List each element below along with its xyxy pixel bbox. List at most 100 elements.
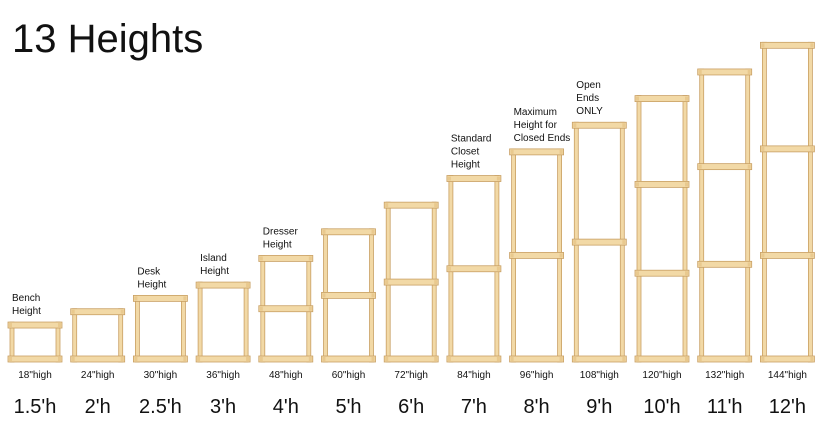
right-post xyxy=(682,95,688,363)
bottom-rail xyxy=(321,355,376,363)
bottom-rail xyxy=(70,355,126,363)
inches-label: 84"high xyxy=(457,370,491,381)
bottom-rail-end-left xyxy=(71,357,75,361)
left-post xyxy=(636,95,642,363)
bottom-rail xyxy=(634,355,690,363)
shelf-rail-end-right xyxy=(810,146,814,151)
feet-label: 10'h xyxy=(643,396,680,418)
bottom-rail-end-right xyxy=(622,357,626,361)
bottom-rail xyxy=(7,355,63,363)
unit-note: Height xyxy=(12,306,41,317)
right-post xyxy=(808,41,813,363)
shelf-rail-end-left xyxy=(259,306,263,311)
bottom-rail-end-left xyxy=(9,357,12,361)
bottom-rail-end-left xyxy=(134,357,138,361)
bottom-rail-end-left xyxy=(322,357,326,361)
inches-label: 120"high xyxy=(642,370,681,381)
top-rail-end-right xyxy=(183,296,187,301)
top-rail-end-left xyxy=(447,176,451,181)
top-rail xyxy=(634,95,690,102)
top-rail xyxy=(321,228,376,236)
inches-label: 108"high xyxy=(580,370,619,381)
feet-label: 2.5'h xyxy=(139,396,182,418)
top-rail xyxy=(258,255,314,262)
feet-label: 9'h xyxy=(586,396,612,418)
unit-note: Height xyxy=(263,239,292,250)
bottom-rail-end-right xyxy=(434,357,438,361)
inches-label: 30"high xyxy=(144,370,178,381)
left-post xyxy=(699,68,705,363)
shelf-rail-end-right xyxy=(496,266,500,271)
inches-label: 24"high xyxy=(81,370,115,381)
bottom-rail xyxy=(571,355,627,363)
bottom-rail-end-right xyxy=(371,357,375,361)
bottom-rail-end-right xyxy=(58,357,61,361)
bottom-rail-end-left xyxy=(761,357,765,361)
top-rail xyxy=(195,281,251,289)
shelf-rail-end-left xyxy=(761,146,765,151)
unit-note: Height xyxy=(451,160,480,171)
unit-note: Desk xyxy=(137,266,161,277)
bottom-rail-end-left xyxy=(573,357,577,361)
top-rail xyxy=(383,201,439,209)
shelf-rail-end-left xyxy=(698,262,702,267)
bottom-rail-end-left xyxy=(385,357,389,361)
shelf-rail-end-right xyxy=(434,280,438,285)
shelf-rail-end-left xyxy=(322,293,326,298)
shelf-unit: 120"high 10'h xyxy=(634,95,690,418)
shelf-rail-end-right xyxy=(559,253,563,258)
top-rail-end-right xyxy=(308,256,312,261)
inches-label: 18"high xyxy=(18,370,52,381)
shelf-rail-end-right xyxy=(685,182,688,187)
feet-label: 4'h xyxy=(273,396,299,418)
bottom-rail-end-right xyxy=(747,357,751,361)
shelf-rail-end-right xyxy=(685,271,688,276)
bottom-rail xyxy=(195,355,251,363)
top-rail-end-left xyxy=(385,203,389,208)
feet-label: 1.5'h xyxy=(14,396,57,418)
right-post xyxy=(745,68,751,363)
shelf-rail-end-right xyxy=(308,306,312,311)
top-rail xyxy=(446,175,502,182)
top-rail-end-right xyxy=(371,229,375,234)
top-rail-end-right xyxy=(622,123,626,128)
shelf-rail xyxy=(760,252,815,259)
shelf-rail xyxy=(383,278,439,286)
unit-note: ONLY xyxy=(576,106,603,117)
top-rail-end-left xyxy=(197,283,201,288)
unit-note: Closed Ends xyxy=(514,133,571,144)
bottom-rail-end-right xyxy=(120,357,124,361)
feet-label: 11'h xyxy=(707,396,743,418)
left-post xyxy=(134,294,140,363)
top-rail-end-left xyxy=(698,69,702,74)
inches-label: 72"high xyxy=(394,370,428,381)
top-rail xyxy=(697,68,753,76)
top-rail xyxy=(571,121,627,129)
unit-note: Island xyxy=(200,253,227,264)
inches-label: 96"high xyxy=(520,370,554,381)
unit-note: Closet xyxy=(451,147,480,158)
feet-label: 2'h xyxy=(85,396,111,418)
shelf-rail-end-right xyxy=(622,240,626,245)
bottom-rail xyxy=(258,355,314,363)
top-rail-end-left xyxy=(9,323,12,328)
top-rail-end-left xyxy=(636,96,639,101)
shelf-rail-end-right xyxy=(371,293,375,298)
top-rail-end-right xyxy=(120,309,124,314)
unit-note: Height xyxy=(200,266,229,277)
shelf-rail xyxy=(571,238,627,246)
unit-note: Height for xyxy=(514,120,558,131)
bottom-rail-end-left xyxy=(197,357,201,361)
shelf-rail-end-left xyxy=(510,253,514,258)
top-rail xyxy=(7,321,63,329)
bottom-rail xyxy=(697,355,753,363)
shelf-rail-end-left xyxy=(636,182,639,187)
bottom-rail-end-left xyxy=(636,357,639,361)
shelf-rail xyxy=(509,252,565,259)
